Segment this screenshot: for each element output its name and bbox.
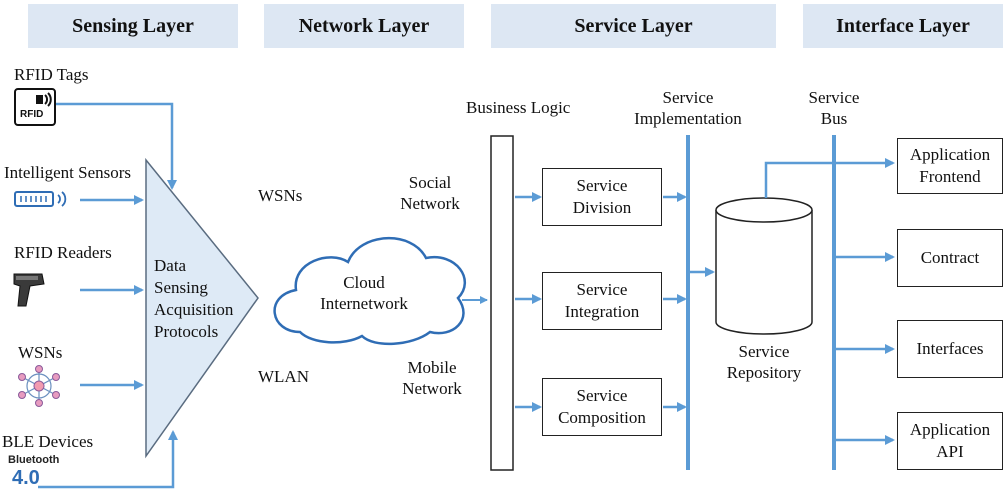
label-business-logic: Business Logic [466, 98, 571, 117]
interfaces-box: Interfaces [897, 320, 1003, 378]
service-repository-cylinder [715, 197, 813, 335]
repository-to-service-bus [764, 161, 832, 198]
protocol-line-1: Data [154, 256, 187, 275]
header-service-layer: Service Layer [491, 4, 776, 48]
header-network-layer: Network Layer [264, 4, 464, 48]
contract-box: Contract [897, 229, 1003, 287]
label-wlan: WLAN [258, 367, 309, 386]
protocol-triangle [145, 157, 259, 459]
label-wsns-network: WSNs [258, 186, 303, 205]
label-ble-devices: BLE Devices [2, 432, 94, 451]
business-logic-bar [490, 135, 514, 471]
label-rfid-readers: RFID Readers [14, 243, 112, 262]
rfid-tag-icon: RFID [14, 88, 56, 126]
sensor-icon [14, 190, 74, 208]
label-wsns-sensing: WSNs [18, 343, 63, 362]
label-intelligent-sensors: Intelligent Sensors [4, 163, 132, 182]
bluetooth-logo: Bluetooth 4.0 [8, 454, 60, 489]
arrow-rfid-tags [42, 102, 177, 190]
protocol-line-4: Protocols [154, 322, 219, 341]
header-sensing-layer: Sensing Layer [28, 4, 238, 48]
header-interface-layer: Interface Layer [803, 4, 1003, 48]
wsn-network-icon [16, 365, 62, 407]
rfid-reader-icon [12, 270, 46, 310]
label-rfid-tags: RFID Tags [14, 65, 89, 84]
protocol-line-2: Sensing [154, 278, 208, 297]
protocol-line-3: Acquisition [154, 300, 234, 319]
cloud-shape [273, 236, 466, 346]
arrow-ble-devices [38, 430, 178, 489]
